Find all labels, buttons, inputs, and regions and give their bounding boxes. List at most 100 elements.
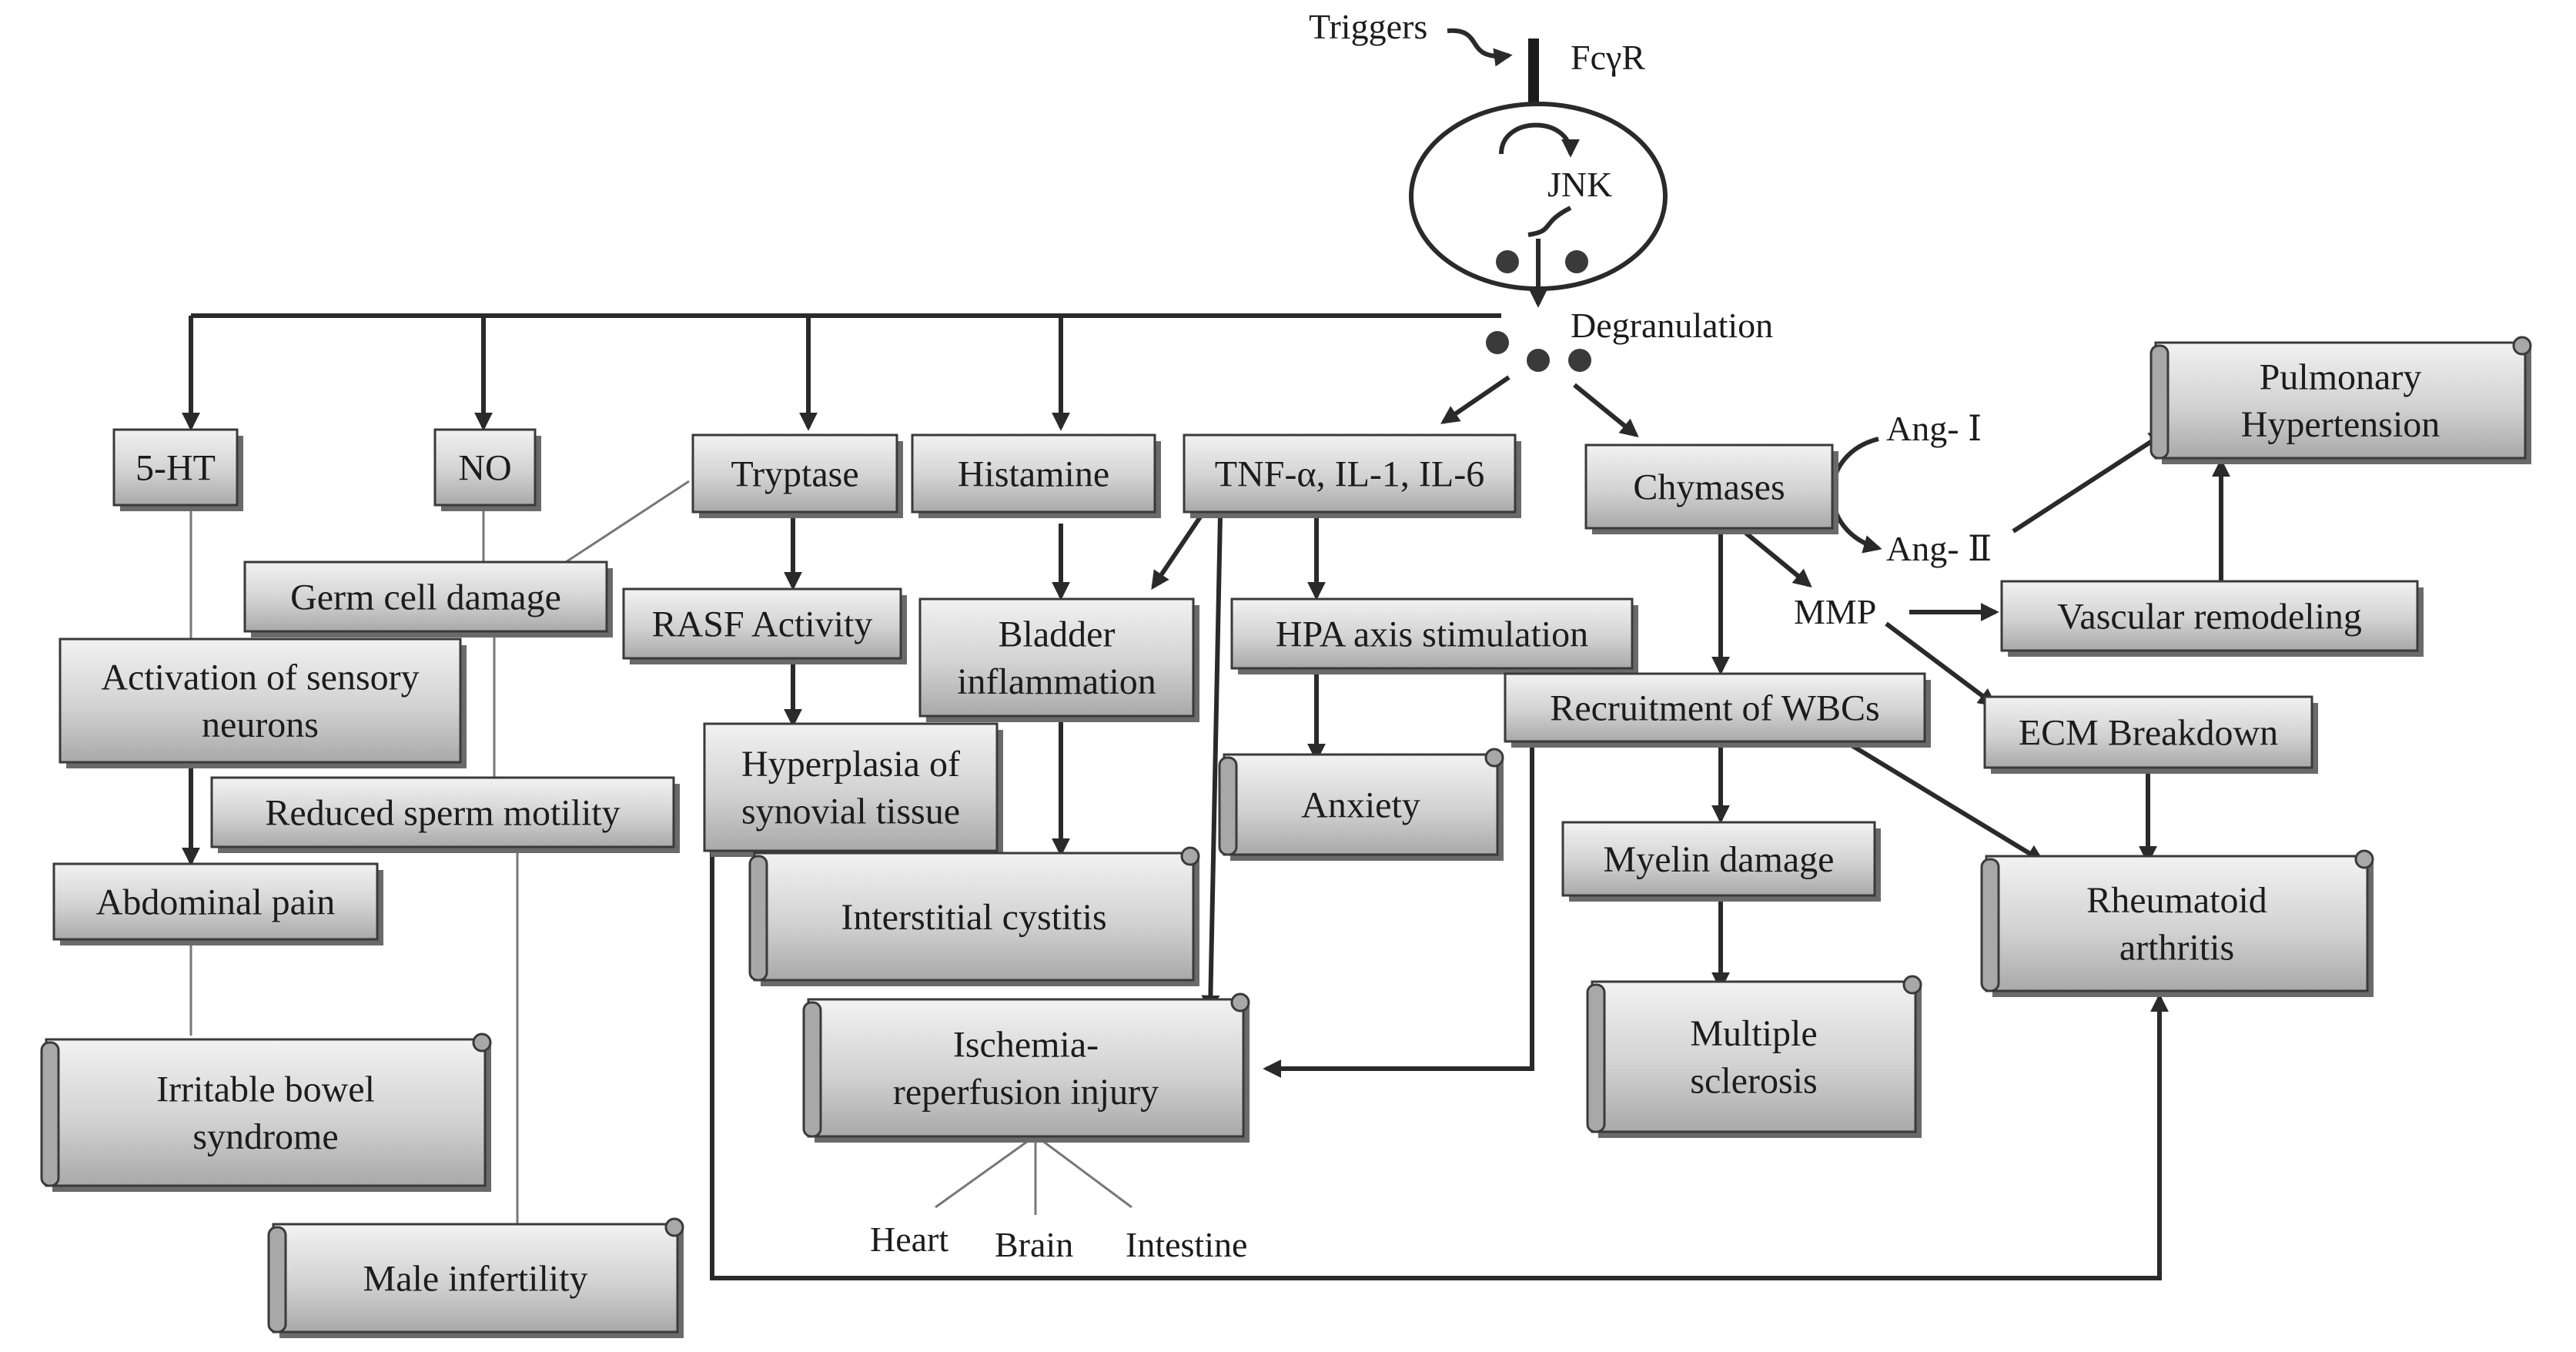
box-chymases-label: Chymases — [1633, 467, 1785, 507]
degran-to-cytokines — [1440, 375, 1510, 424]
box-male-infertility-scroll-curl — [664, 1217, 684, 1237]
recruitment-to-ra — [1846, 741, 2046, 863]
hyperplasia-to-ra-loop — [710, 828, 2169, 1280]
box-rheumatoid-arthritis: Rheumatoid arthritis — [1980, 849, 2374, 997]
box-rheumatoid-arthritis-label: Rheumatoid — [2086, 880, 2267, 921]
triggers-label: Triggers — [1309, 7, 1427, 46]
box-interstitial-cystitis: Interstitial cystitis — [748, 846, 1200, 986]
box-interstitial-cystitis-scroll-curl — [1180, 846, 1200, 866]
box-abdominal-pain: Abdominal pain — [52, 862, 383, 945]
granule-icon — [1565, 250, 1588, 273]
box-bladder-inflammation-frame — [918, 597, 1195, 718]
granule-icon — [1496, 250, 1519, 273]
granule-icon — [1568, 349, 1591, 372]
box-histamine-frame — [911, 433, 1156, 514]
organ-heart: Heart — [870, 1220, 948, 1259]
box-ecm-breakdown-label: ECM Breakdown — [2019, 712, 2278, 753]
box-ibs-frame — [45, 1038, 487, 1187]
box-multiple-sclerosis-label: Multiple — [1690, 1013, 1817, 1054]
box-ischemia-label: Ischemia- — [953, 1025, 1099, 1066]
box-rheumatoid-arthritis-frame — [1985, 855, 2369, 992]
box-hpa-axis-frame — [1230, 597, 1634, 670]
cytokines-to-ischemia — [1201, 515, 1223, 1014]
box-pulmonary-hypertension-scroll-roll — [2149, 344, 2170, 460]
mmp-to-ecm — [1885, 621, 1997, 707]
box-hpa-axis-label: HPA axis stimulation — [1276, 614, 1588, 654]
box-recruitment-wbc-frame — [1504, 672, 1926, 743]
box-sensory-neurons-label: neurons — [202, 704, 319, 745]
box-ecm-breakdown: ECM Breakdown — [1983, 695, 2318, 774]
box-abdominal-pain-frame — [52, 862, 379, 941]
box-anxiety-label: Anxiety — [1301, 785, 1420, 825]
box-interstitial-cystitis-frame — [753, 852, 1195, 982]
box-chymases-frame — [1584, 443, 1834, 530]
box-germ-cell-damage: Germ cell damage — [243, 561, 613, 638]
jnk-squiggle — [1527, 206, 1572, 237]
box-rasf-activity: RASF Activity — [622, 587, 907, 664]
box-pulmonary-hypertension-label: Pulmonary — [2260, 357, 2422, 398]
box-rasf-activity-label: RASF Activity — [652, 604, 873, 644]
box-histamine-label: Histamine — [958, 453, 1109, 494]
receptor-label: FcγR — [1571, 38, 1645, 77]
box-ecm-breakdown-frame — [1983, 695, 2313, 769]
box-cytokines-frame — [1183, 433, 1517, 514]
box-interstitial-cystitis-label: Interstitial cystitis — [841, 897, 1106, 938]
box-sensory-neurons: Activation of sensory neurons — [59, 638, 467, 768]
chymases-to-mmp — [1742, 529, 1812, 588]
box-myelin-damage-frame — [1561, 821, 1876, 897]
box-tryptase: Tryptase — [691, 433, 903, 518]
box-interstitial-cystitis-scroll-roll — [748, 855, 768, 982]
granule-icon — [1486, 331, 1509, 354]
box-reduced-sperm-motility: Reduced sperm motility — [210, 776, 680, 853]
box-germ-cell-damage-label: Germ cell damage — [290, 577, 561, 617]
granule-icon — [1527, 349, 1550, 372]
ang1-to-ang2-arrow — [1830, 437, 1882, 554]
box-male-infertility: Male infertility — [267, 1217, 684, 1338]
degranulation-label: Degranulation — [1571, 306, 1773, 345]
box-reduced-sperm-motility-label: Reduced sperm motility — [265, 792, 620, 833]
box-anxiety-scroll-curl — [1484, 748, 1504, 768]
box-hyperplasia: Hyperplasia of synovial tissue — [703, 722, 1003, 857]
box-rheumatoid-arthritis-label: arthritis — [2119, 928, 2234, 969]
box-male-infertility-label: Male infertility — [363, 1258, 588, 1299]
box-pulmonary-hypertension-frame — [2154, 341, 2527, 460]
box-male-infertility-scroll-roll — [267, 1226, 287, 1334]
boxes: 5-HT NO Tryptase Histamine TNF-α, IL-1, IL-6… — [40, 336, 2532, 1338]
ang2-to-pulmonary — [2012, 430, 2169, 534]
box-ischemia-scroll-curl — [1230, 992, 1250, 1012]
ang1-label: Ang- Ⅰ — [1886, 409, 1982, 448]
box-5ht-label: 5-HT — [135, 447, 216, 488]
box-pulmonary-hypertension-scroll-curl — [2512, 336, 2532, 356]
box-hyperplasia-frame — [703, 722, 999, 852]
box-5ht-frame — [112, 428, 239, 507]
box-multiple-sclerosis-scroll-curl — [1902, 975, 1922, 995]
box-ibs-scroll-roll — [40, 1041, 60, 1187]
box-bladder-inflammation-label: inflammation — [957, 661, 1156, 702]
box-no: NO — [433, 428, 541, 511]
ischemia-to-heart — [935, 1134, 1036, 1209]
connectors — [182, 28, 2230, 1280]
box-tryptase-frame — [691, 433, 898, 514]
box-recruitment-wbc-label: Recruitment of WBCs — [1550, 688, 1879, 728]
jnk-label: JNK — [1547, 165, 1612, 204]
box-sensory-neurons-label: Activation of sensory — [101, 658, 419, 698]
cytokines-to-bladder — [1151, 514, 1203, 590]
box-no-label: NO — [458, 447, 511, 488]
box-5ht: 5-HT — [112, 428, 243, 511]
organ-intestine: Intestine — [1126, 1225, 1247, 1264]
box-hpa-axis: HPA axis stimulation — [1230, 597, 1638, 674]
trigger-arrow — [1447, 28, 1513, 67]
box-abdominal-pain-label: Abdominal pain — [96, 882, 336, 922]
cell-membrane — [1409, 102, 1668, 291]
box-ischemia: Ischemia-reperfusion injury — [802, 992, 1250, 1143]
box-bladder-inflammation-label: Bladder — [999, 614, 1116, 655]
box-hyperplasia-label: synovial tissue — [741, 791, 960, 832]
box-cytokines: TNF-α, IL-1, IL-6 — [1183, 433, 1521, 518]
box-hyperplasia-label: Hyperplasia of — [741, 744, 960, 785]
degran-to-chymases — [1573, 383, 1639, 438]
box-bladder-inflammation: Bladder inflammation — [918, 597, 1199, 722]
box-ischemia-label: reperfusion injury — [893, 1072, 1159, 1113]
